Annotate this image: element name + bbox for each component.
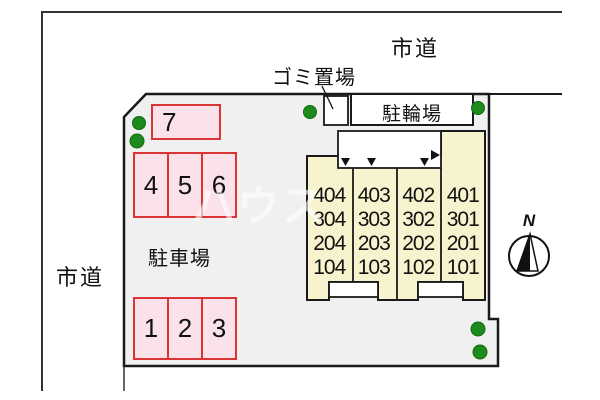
parking-spot-number: 1 [143, 313, 159, 343]
room-number: 204 [313, 232, 346, 255]
parking-spot-5: 5 [167, 154, 201, 216]
room-number: 401 [446, 184, 480, 207]
tree-icon [472, 344, 488, 360]
left-road-label: 市道 [56, 265, 105, 290]
compass-needle-black-half [517, 234, 530, 271]
room-number: 302 [402, 208, 435, 231]
bicycle-parking-label: 駐輪場 [381, 104, 442, 125]
room-number: 202 [402, 232, 435, 255]
tree-icon [129, 133, 145, 149]
entrance-marker-icon [420, 158, 429, 166]
tree-icon [303, 105, 317, 119]
road-boundary-line [41, 11, 562, 391]
garbage-area-box [323, 95, 349, 126]
car-parking-label: 駐車場 [148, 248, 211, 270]
parking-row-4-6: 4 5 6 [133, 152, 237, 218]
room-number: 201 [446, 232, 480, 255]
room-number: 103 [357, 256, 391, 279]
parking-spot-2: 2 [167, 299, 201, 358]
compass-north-icon [508, 231, 550, 277]
room-number: 303 [357, 208, 391, 231]
room-number: 203 [357, 232, 391, 255]
compass-north-label: N [522, 211, 536, 230]
room-number: 403 [357, 184, 391, 207]
parking-spot-4: 4 [135, 154, 167, 216]
entrance-marker-icon [341, 158, 350, 166]
parking-spot-number: 5 [177, 169, 193, 200]
tree-icon [471, 101, 485, 115]
bicycle-parking-box [350, 93, 474, 126]
entrance-marker-icon [367, 158, 376, 166]
parking-spot-number: 4 [143, 169, 159, 200]
tree-icon [132, 116, 146, 130]
room-number: 402 [402, 184, 435, 207]
parking-spot-number: 3 [211, 313, 227, 343]
parking-spot-number: 7 [162, 106, 177, 137]
parking-spot-number: 2 [177, 313, 193, 343]
entrance-porch [417, 281, 464, 298]
room-number: 104 [313, 256, 346, 279]
entrance-marker-icon [431, 150, 440, 160]
parking-spot-7: 7 [151, 104, 221, 140]
room-number: 102 [402, 256, 435, 279]
garbage-leader-line [321, 85, 334, 110]
parking-spot-number: 6 [211, 169, 227, 200]
room-number: 304 [313, 208, 346, 231]
tree-icon [470, 321, 486, 337]
parking-spot-1: 1 [135, 299, 167, 358]
parking-spot-3: 3 [201, 299, 235, 358]
building-room-numbers: 404 403 402 401 304 303 302 301 204 203 … [307, 184, 485, 279]
entrance-porch [328, 281, 379, 298]
room-number: 301 [446, 208, 480, 231]
parking-spot-6: 6 [201, 154, 235, 216]
top-road-label: 市道 [391, 36, 440, 61]
parking-row-1-3: 1 2 3 [133, 297, 237, 360]
room-number: 101 [446, 256, 480, 279]
room-number: 404 [313, 184, 346, 207]
garbage-area-label: ゴミ置場 [272, 67, 356, 89]
